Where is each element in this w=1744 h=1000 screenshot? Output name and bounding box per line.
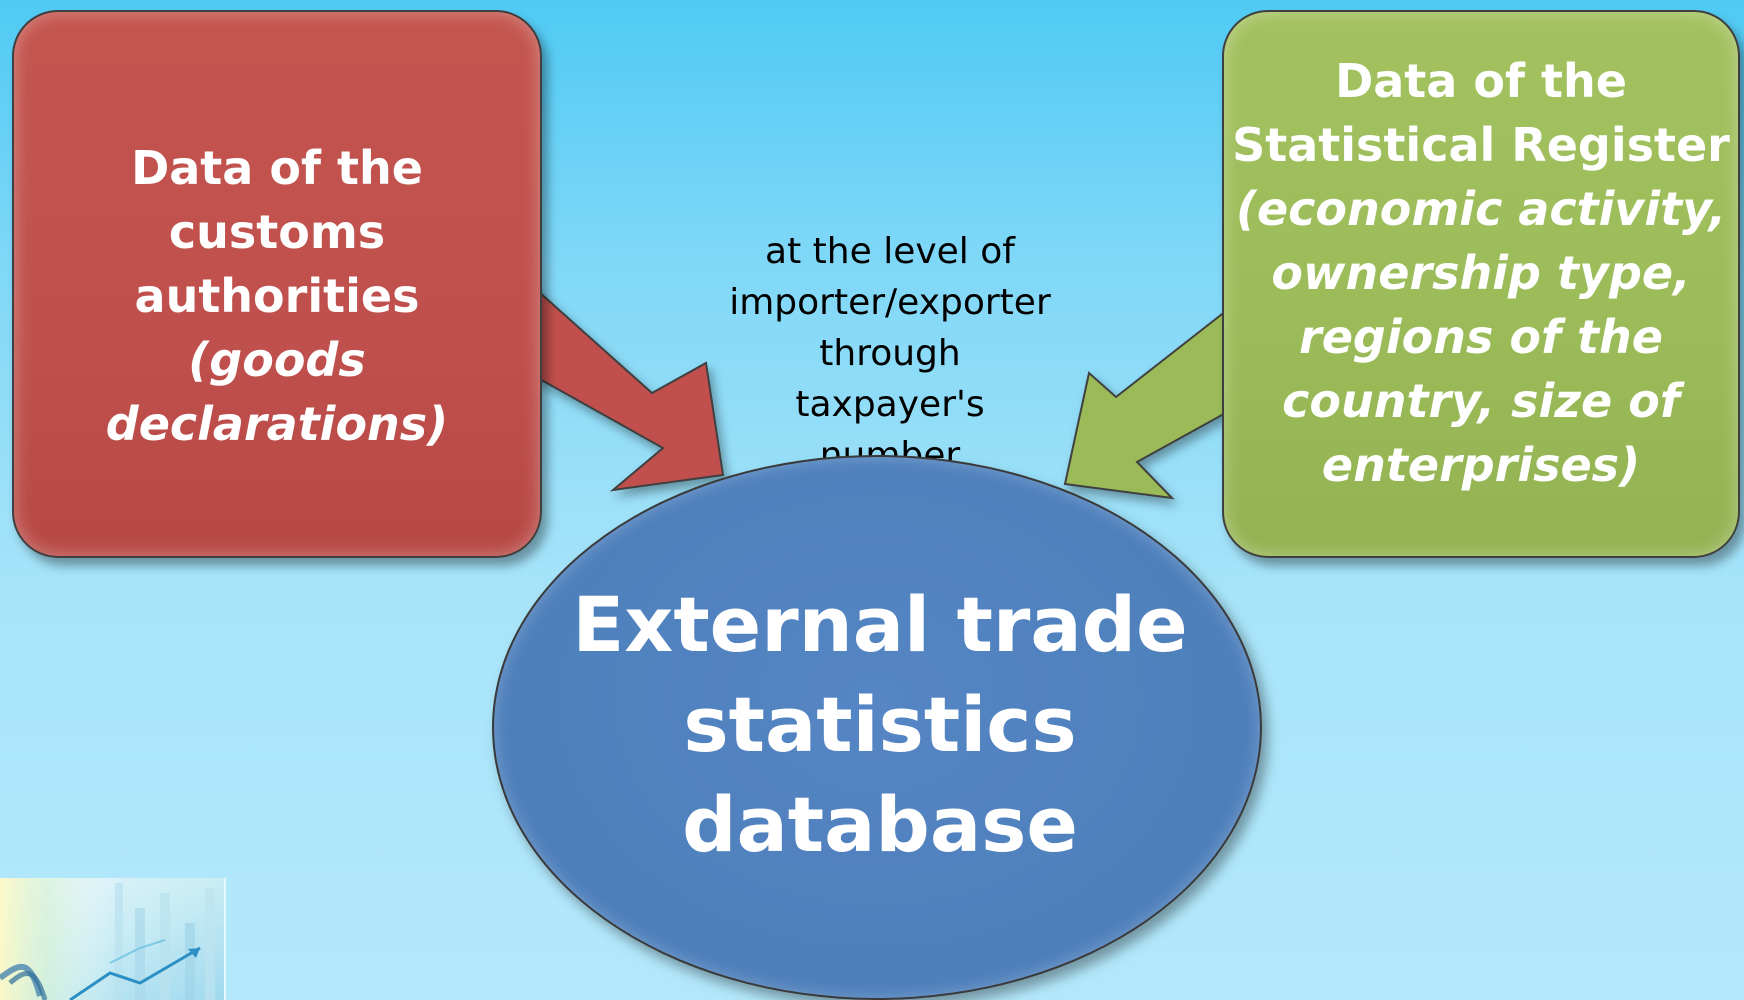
link-label: at the level of importer/exporter throug… [720, 226, 1060, 481]
customs-data-box: Data of the customs authorities (goods d… [12, 10, 542, 558]
customs-detail-line: declarations) [105, 397, 449, 451]
statistical-register-box: Data of the Statistical Register (econom… [1222, 10, 1740, 558]
database-label-line: statistics [683, 680, 1077, 769]
link-label-line: importer/exporter [729, 282, 1051, 323]
customs-detail-line: (goods [188, 333, 366, 387]
register-title-line: Data of the [1335, 54, 1627, 108]
link-label-line: through taxpayer's [795, 333, 985, 425]
register-detail-line: country, size of [1282, 374, 1680, 428]
customs-title-line: Data of the [131, 141, 423, 195]
customs-title-line: customs [168, 205, 386, 259]
register-title-line: Statistical Register [1232, 118, 1730, 172]
customs-title-line: authorities [134, 269, 420, 323]
register-detail-line: (economic activity, [1235, 182, 1727, 236]
customs-data-text: Data of the customs authorities (goods d… [37, 136, 517, 456]
link-label-line: at the level of [765, 231, 1015, 272]
database-label-line: External trade [572, 580, 1188, 669]
chart-thumbnail-icon [0, 878, 226, 1000]
database-label: External trade statistics database [560, 575, 1200, 875]
register-detail-line: enterprises) [1321, 438, 1641, 492]
register-detail-line: regions of the [1299, 310, 1663, 364]
database-label-line: database [682, 780, 1078, 869]
register-data-text: Data of the Statistical Register (econom… [1231, 49, 1731, 497]
right-arrow [1063, 297, 1241, 500]
register-detail-line: ownership type, [1271, 246, 1691, 300]
left-arrow [519, 272, 725, 492]
database-ellipse [492, 455, 1262, 1000]
